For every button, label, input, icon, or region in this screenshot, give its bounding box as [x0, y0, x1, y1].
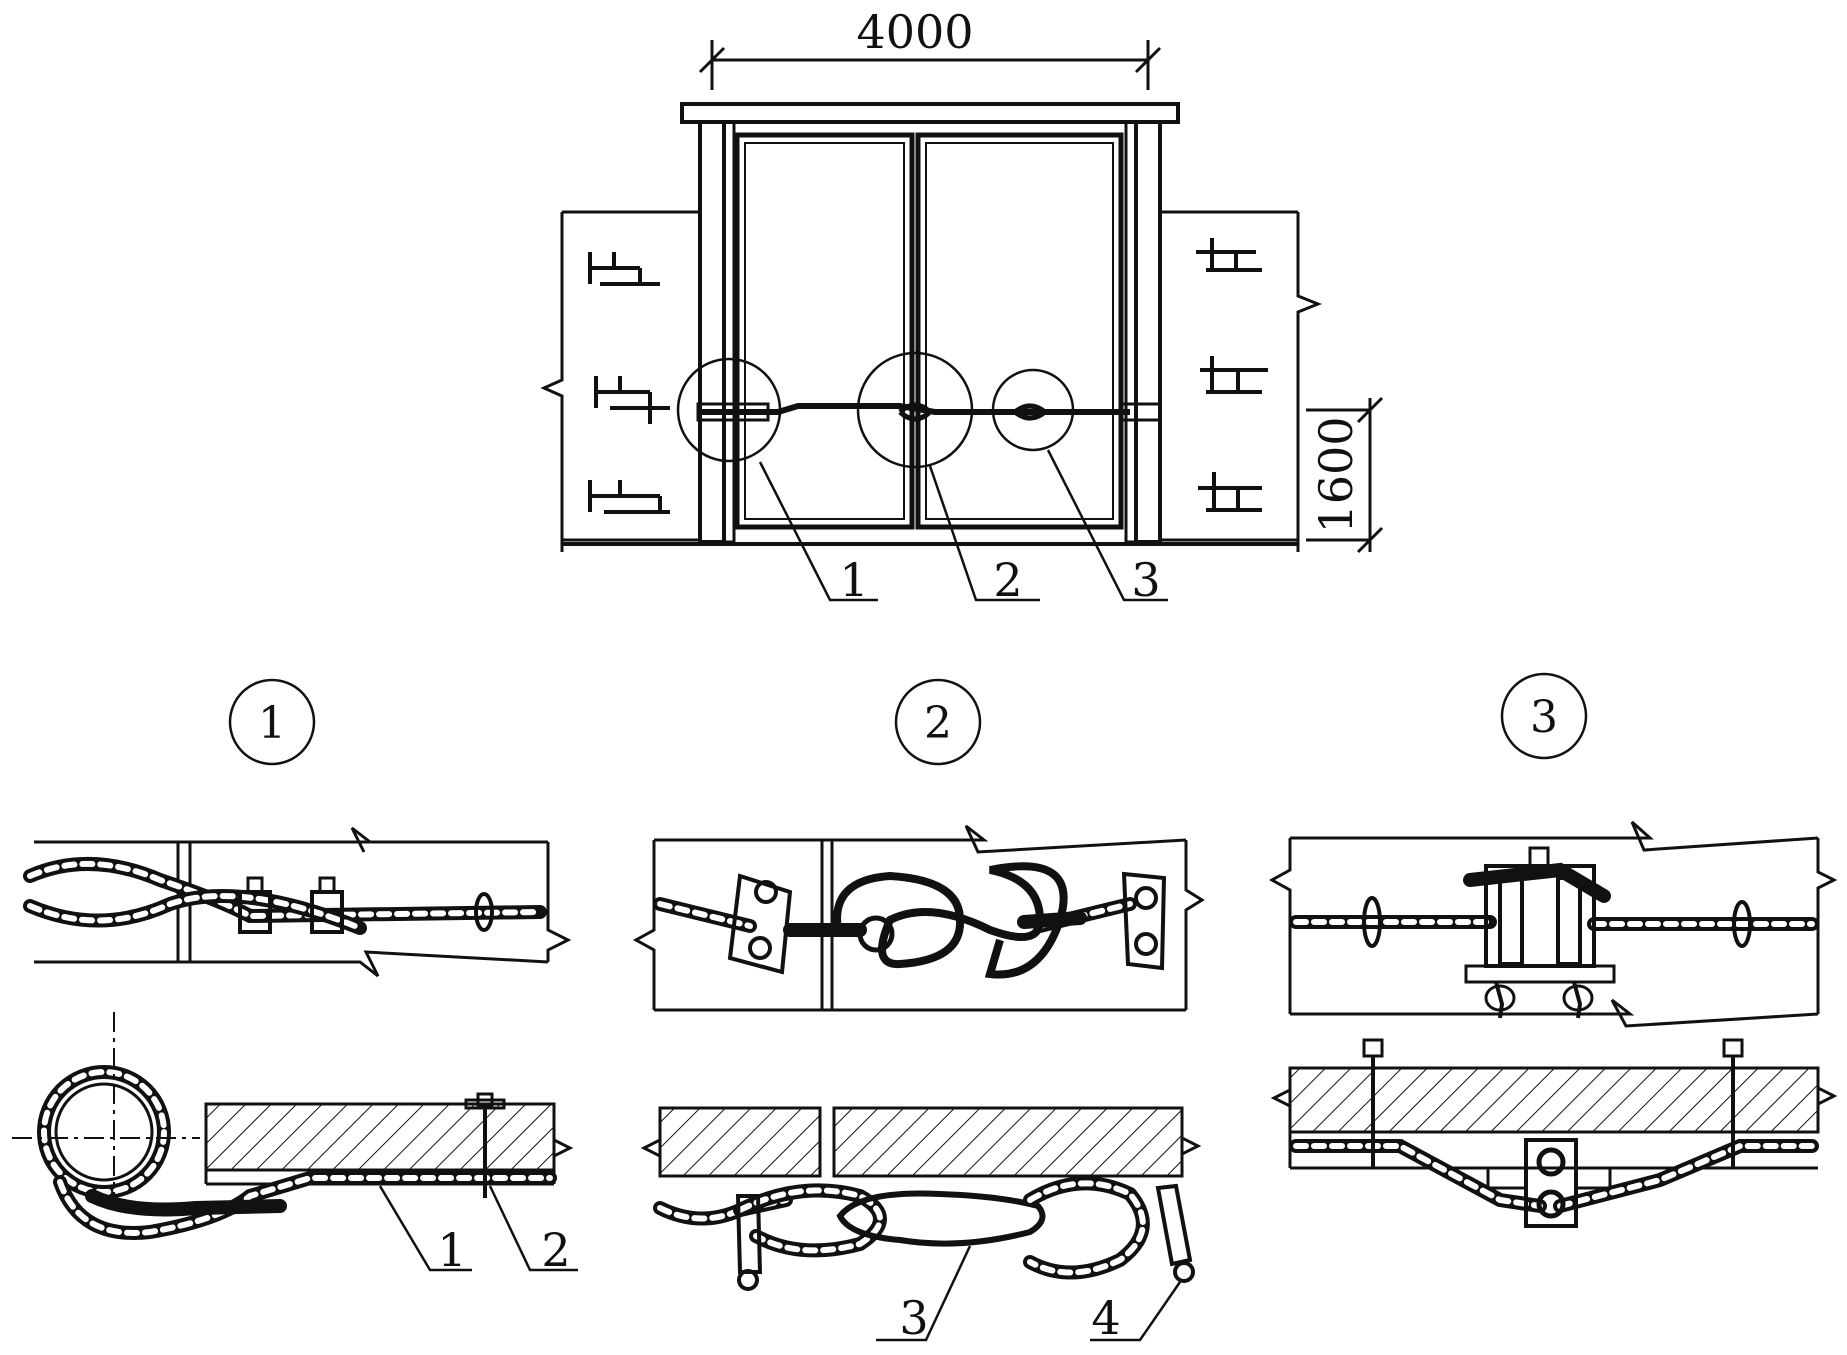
detail-1: 1 [12, 678, 578, 1277]
width-dimension: 4000 [698, 5, 1162, 90]
detail-2-plan-view [632, 824, 1205, 1012]
detail-2-marker: 2 [924, 698, 952, 749]
detail-3-section-view [1270, 1038, 1838, 1228]
detail-2: 2 [632, 678, 1205, 1345]
detail-circle-3 [991, 368, 1075, 452]
detail-circle-2 [856, 351, 974, 469]
callout-label-3: 3 [1131, 553, 1160, 607]
detail-1-plan-view [23, 826, 572, 978]
detail-1-marker: 1 [258, 698, 286, 749]
detail-circle-1 [676, 357, 782, 463]
right-brick-wall [1160, 210, 1323, 552]
detail-1-label-2: 2 [541, 1223, 570, 1277]
right-post [1124, 120, 1162, 544]
detail-1-label-1: 1 [437, 1223, 466, 1277]
top-beam [680, 102, 1180, 124]
left-brick-wall [540, 210, 700, 552]
gate-leaf-right [915, 132, 1124, 530]
width-dimension-text: 4000 [856, 5, 973, 59]
left-post [698, 120, 736, 544]
gate-leaf-left [734, 132, 915, 530]
callout-label-2: 2 [993, 553, 1022, 607]
gate-cable [696, 402, 1162, 422]
detail-3-plan-view [1268, 820, 1838, 1028]
detail-3-marker: 3 [1530, 692, 1558, 743]
detail-1-section-view: 1 2 [12, 1012, 578, 1277]
height-dimension: 1600 [1306, 396, 1384, 554]
detail-2-label-3: 3 [899, 1291, 928, 1345]
gate-elevation: 4000 [540, 5, 1384, 607]
height-dimension-text: 1600 [1309, 416, 1363, 533]
detail-2-section-view: 3 4 [640, 1106, 1202, 1345]
detail-3: 3 [1268, 672, 1838, 1228]
callout-label-1: 1 [839, 553, 868, 607]
detail-2-label-4: 4 [1091, 1291, 1120, 1345]
